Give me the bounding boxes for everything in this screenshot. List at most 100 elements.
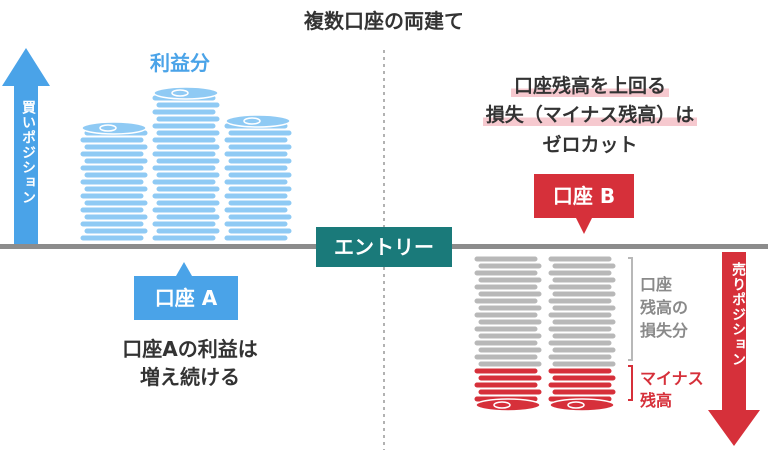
profit-coin-stack (151, 86, 221, 242)
coin (227, 213, 293, 221)
coin (151, 178, 217, 186)
account-b-label: 口座 B (552, 184, 616, 208)
coin (477, 332, 543, 340)
coin (155, 115, 221, 123)
coin-top-detail (99, 124, 117, 132)
sell-position-label: 売りポジション (730, 262, 746, 367)
coin (473, 311, 539, 319)
coin (551, 262, 617, 270)
coin (473, 283, 539, 291)
coin (79, 220, 145, 228)
coin (477, 388, 543, 396)
coin (151, 220, 217, 228)
coin (151, 164, 217, 172)
coin (551, 290, 617, 298)
coin (83, 185, 149, 193)
coin (223, 136, 289, 144)
coin (547, 311, 613, 319)
negative-bracket (628, 365, 633, 401)
coin (83, 143, 149, 151)
coin (477, 346, 543, 354)
coin (155, 171, 221, 179)
coin (547, 353, 613, 361)
coin (551, 388, 617, 396)
coin (151, 234, 217, 242)
account-a-desc-line: 増え続ける (140, 365, 240, 389)
loss-bracket (628, 257, 633, 361)
coin (551, 346, 617, 354)
coin (227, 143, 293, 151)
coin (83, 227, 149, 235)
coin-top (475, 398, 541, 412)
coin (151, 192, 217, 200)
coin (547, 297, 613, 305)
account-a-pointer (176, 262, 192, 276)
account-a-label: 口座 A (154, 286, 218, 310)
coin (473, 339, 539, 347)
coin (477, 276, 543, 284)
page-title: 複数口座の両建て (304, 9, 464, 33)
coin (223, 192, 289, 200)
account-b-note-line: 口座残高を上回る (510, 75, 669, 97)
coin (473, 367, 539, 375)
account-a-box (134, 276, 238, 320)
coin (547, 367, 613, 375)
coin-top-detail (243, 117, 261, 125)
coin (151, 136, 217, 144)
coin (83, 199, 149, 207)
coin (79, 234, 145, 242)
coin (473, 297, 539, 305)
coin (155, 185, 221, 193)
coin-top-detail (493, 401, 511, 409)
coin (477, 262, 543, 270)
negative-label-line: マイナス (640, 369, 704, 388)
coin (155, 129, 221, 137)
coin (477, 304, 543, 312)
coin (473, 353, 539, 361)
profit-label: 利益分 (150, 51, 210, 75)
coin (155, 199, 221, 207)
loss-label-line: 残高の (640, 298, 689, 317)
account-b-box (534, 174, 634, 218)
coin-top (225, 114, 291, 128)
coin (79, 206, 145, 214)
entry-label: エントリー (334, 235, 434, 259)
coin (473, 381, 539, 389)
coin (223, 150, 289, 158)
coin-top (549, 398, 615, 412)
coin (477, 360, 543, 368)
coin (151, 206, 217, 214)
coin (547, 325, 613, 333)
loss-label-line: 損失分 (640, 321, 689, 340)
sell-arrow-icon (708, 252, 760, 446)
coin (83, 171, 149, 179)
coin (547, 283, 613, 291)
coin (473, 325, 539, 333)
coin-top-detail (171, 89, 189, 97)
coin-top (153, 86, 219, 100)
coin (227, 129, 293, 137)
coin (151, 108, 217, 116)
coin (155, 227, 221, 235)
coin (223, 178, 289, 186)
coin (551, 276, 617, 284)
coin (227, 171, 293, 179)
account-b-note-line: ゼロカット (542, 134, 638, 156)
coin (83, 157, 149, 165)
coin (551, 374, 617, 382)
coin (155, 143, 221, 151)
coin (547, 269, 613, 277)
coin (551, 332, 617, 340)
coin (223, 164, 289, 172)
coin (151, 122, 217, 130)
account-b-pointer (576, 218, 592, 234)
coin (79, 164, 145, 172)
coin (477, 318, 543, 326)
loss-coin-stack (473, 255, 543, 412)
coin (473, 269, 539, 277)
buy-position-label: 買いポジション (20, 100, 36, 205)
coin (151, 150, 217, 158)
profit-coin-stack (223, 114, 293, 242)
